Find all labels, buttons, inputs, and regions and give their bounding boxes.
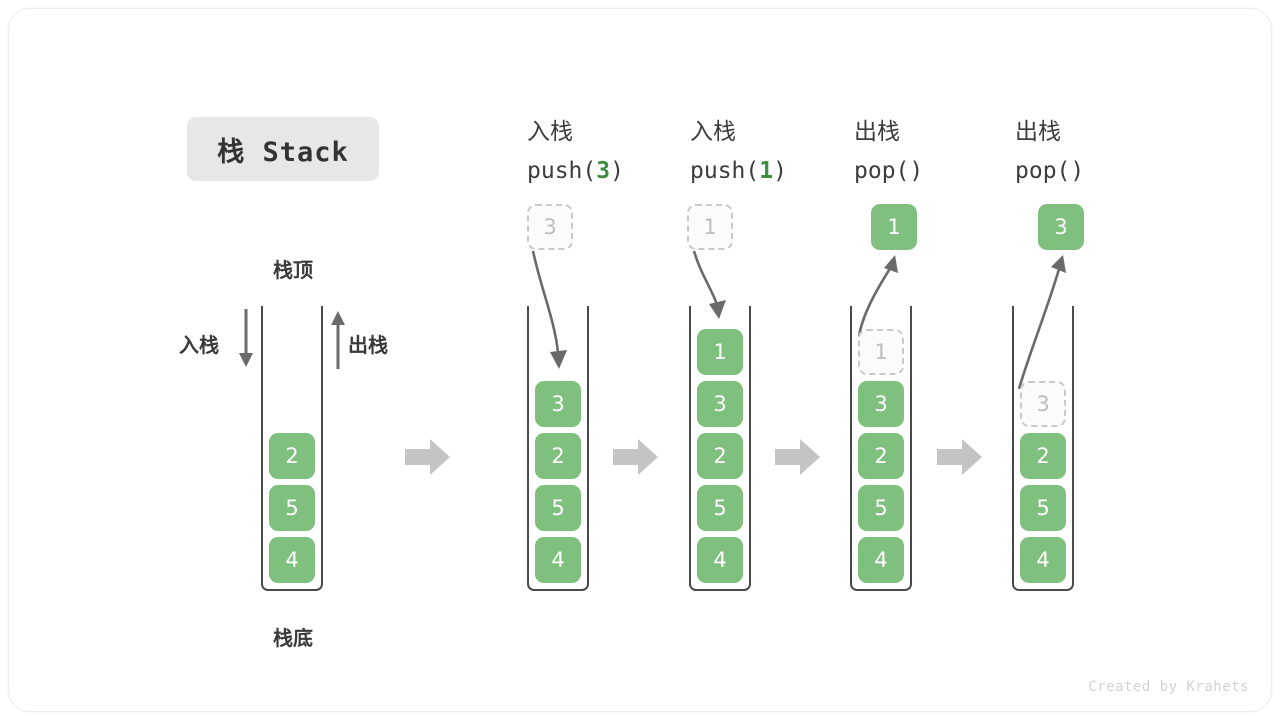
op-header-pop-1: 出栈 pop() (854, 113, 1024, 191)
op-code-prefix: push( (690, 158, 760, 184)
op-code-suffix: ) (610, 158, 624, 184)
stack-frame-initial (261, 306, 323, 591)
op-label-cn: 入栈 (690, 119, 736, 145)
stack-cell: 2 (535, 433, 581, 479)
op-code-prefix: pop( (1015, 158, 1071, 184)
op-label-cn: 入栈 (527, 119, 573, 145)
stack-cell: 5 (1020, 485, 1066, 531)
op-label-cn: 出栈 (1015, 119, 1061, 145)
stack-frame-pop-1 (850, 306, 912, 591)
flow-arrow-icon (613, 437, 659, 477)
flow-arrow-icon (937, 437, 983, 477)
op-code-arg: 3 (596, 158, 611, 184)
diagram-card: 栈 Stack 栈顶 栈底 入栈 出栈 2 5 4 入栈 push(3) 3 (8, 8, 1272, 712)
stack-cell: 3 (858, 381, 904, 427)
op-code-suffix: ) (909, 158, 924, 184)
stack-cell: 4 (535, 537, 581, 583)
stack-cell: 2 (269, 433, 315, 479)
stack-cell: 3 (535, 381, 581, 427)
stack-bottom-label: 栈底 (273, 626, 313, 650)
stack-cell: 4 (269, 537, 315, 583)
op-header-push-1: 入栈 push(1) (690, 113, 860, 191)
flow-arrow-icon (405, 437, 451, 477)
floating-element-ghost: 3 (527, 204, 573, 250)
pop-direction-arrow (327, 309, 349, 369)
stack-cell: 3 (697, 381, 743, 427)
stack-frame-pop-3 (1012, 306, 1074, 591)
push-direction-arrow (235, 309, 257, 369)
floating-element-popped: 3 (1038, 204, 1084, 250)
op-label-code: push(3) (527, 152, 697, 191)
op-code-prefix: push( (527, 158, 597, 184)
op-header-pop-3: 出栈 pop() (1015, 113, 1185, 191)
op-label-code: pop() (854, 152, 1024, 191)
stack-cell: 5 (535, 485, 581, 531)
stack-cell: 4 (858, 537, 904, 583)
stack-cell-ghost: 3 (1020, 381, 1066, 427)
op-code-suffix: ) (1070, 158, 1085, 184)
stack-cell: 4 (697, 537, 743, 583)
stack-frame-push-1 (689, 306, 751, 591)
op-code-suffix: ) (773, 158, 787, 184)
stack-cell: 2 (697, 433, 743, 479)
op-label-cn: 出栈 (854, 119, 900, 145)
pop-motion-arrow (1014, 249, 1084, 391)
push-motion-arrow (529, 249, 589, 379)
stack-cell: 5 (697, 485, 743, 531)
stack-cell: 2 (1020, 433, 1066, 479)
floating-element-ghost: 1 (687, 204, 733, 250)
stack-top-label: 栈顶 (273, 258, 313, 282)
pop-side-label: 出栈 (348, 333, 388, 357)
op-code-arg: 1 (759, 158, 774, 184)
stack-cell: 5 (858, 485, 904, 531)
op-label-code: push(1) (690, 152, 860, 191)
flow-arrow-icon (775, 437, 821, 477)
footer-credit: Created by Krahets (1088, 679, 1249, 695)
stack-cell: 5 (269, 485, 315, 531)
stack-cell: 4 (1020, 537, 1066, 583)
op-code-prefix: pop( (854, 158, 910, 184)
push-motion-arrow (691, 249, 751, 329)
stack-frame-push-3 (527, 306, 589, 591)
stack-cell: 1 (697, 329, 743, 375)
floating-element-popped: 1 (871, 204, 917, 250)
op-label-code: pop() (1015, 152, 1185, 191)
stack-cell-ghost: 1 (858, 329, 904, 375)
push-side-label: 入栈 (179, 333, 219, 357)
stack-cell: 2 (858, 433, 904, 479)
diagram-title-badge: 栈 Stack (187, 117, 379, 181)
op-header-push-3: 入栈 push(3) (527, 113, 697, 191)
